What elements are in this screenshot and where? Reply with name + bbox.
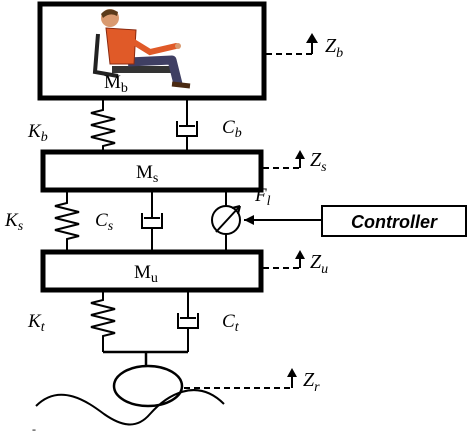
seated-person-icon — [92, 9, 191, 89]
svg-text:Zr: Zr — [303, 369, 320, 395]
spring-kt-subscript: t — [41, 320, 46, 335]
spring-kt — [90, 290, 116, 352]
zu-subscript: u — [321, 262, 328, 277]
zu-indicator — [263, 250, 305, 269]
spring-kb-subscript: b — [41, 130, 48, 145]
unsprung-mass-box — [40, 249, 264, 293]
damper-ct — [177, 290, 199, 352]
svg-text:Cb: Cb — [222, 117, 242, 141]
zr-indicator — [184, 368, 297, 389]
controller-arrowhead — [244, 215, 254, 225]
controller-label: Controller — [351, 212, 438, 232]
svg-text:Zu: Zu — [310, 251, 328, 277]
svg-text:Fl: Fl — [254, 185, 271, 209]
road-profile — [35, 389, 225, 426]
actuator-fl — [211, 190, 241, 252]
zs-indicator — [263, 150, 305, 169]
spring-kt-label: K — [27, 311, 42, 332]
damper-cs-label: C — [95, 210, 108, 231]
zs-subscript: s — [321, 160, 327, 175]
unsprung-mass-label: M — [134, 262, 151, 283]
svg-text:Ct: Ct — [222, 311, 240, 335]
zr-label: Z — [303, 369, 315, 391]
zb-subscript: b — [336, 46, 343, 61]
spring-ks — [54, 190, 80, 252]
svg-text:Cs: Cs — [95, 210, 114, 234]
svg-text:Mb: Mb — [104, 72, 128, 96]
actuator-fl-subscript: l — [267, 194, 271, 209]
damper-ct-subscript: t — [235, 320, 240, 335]
wheel — [112, 364, 184, 408]
svg-text:Ms: Ms — [136, 162, 158, 186]
svg-text:Kt: Kt — [27, 311, 46, 335]
damper-ct-label: C — [222, 311, 235, 332]
damper-cb-subscript: b — [235, 126, 242, 141]
svg-text:Ks: Ks — [4, 210, 24, 234]
svg-text:Kb: Kb — [27, 121, 48, 145]
damper-cb — [176, 98, 198, 152]
seat-mass-label: M — [136, 162, 153, 183]
damper-cs-subscript: s — [108, 219, 114, 234]
seat-mass-box — [40, 149, 264, 193]
spring-ks-subscript: s — [18, 219, 24, 234]
zs-label: Z — [310, 149, 322, 171]
spring-ks-label: K — [4, 210, 19, 231]
spring-kb-label: K — [27, 121, 42, 142]
unsprung-mass-subscript: u — [151, 271, 158, 286]
body-mass-subscript: b — [121, 81, 128, 96]
svg-text:Mu: Mu — [134, 262, 158, 286]
svg-text:Zb: Zb — [325, 35, 343, 61]
seat-mass-subscript: s — [153, 171, 158, 186]
spring-kb — [90, 98, 116, 152]
actuator-fl-label: F — [254, 185, 267, 206]
body-mass-label: M — [104, 72, 121, 93]
zr-subscript: r — [314, 380, 320, 395]
damper-cb-label: C — [222, 117, 235, 138]
zb-label: Z — [325, 35, 337, 57]
zb-indicator — [266, 33, 318, 55]
wheel-link — [103, 350, 188, 366]
damper-cs — [141, 190, 163, 252]
zu-label: Z — [310, 251, 322, 273]
stray-mark: - — [32, 422, 36, 436]
svg-text:Zs: Zs — [310, 149, 327, 175]
controller-box — [321, 205, 467, 237]
